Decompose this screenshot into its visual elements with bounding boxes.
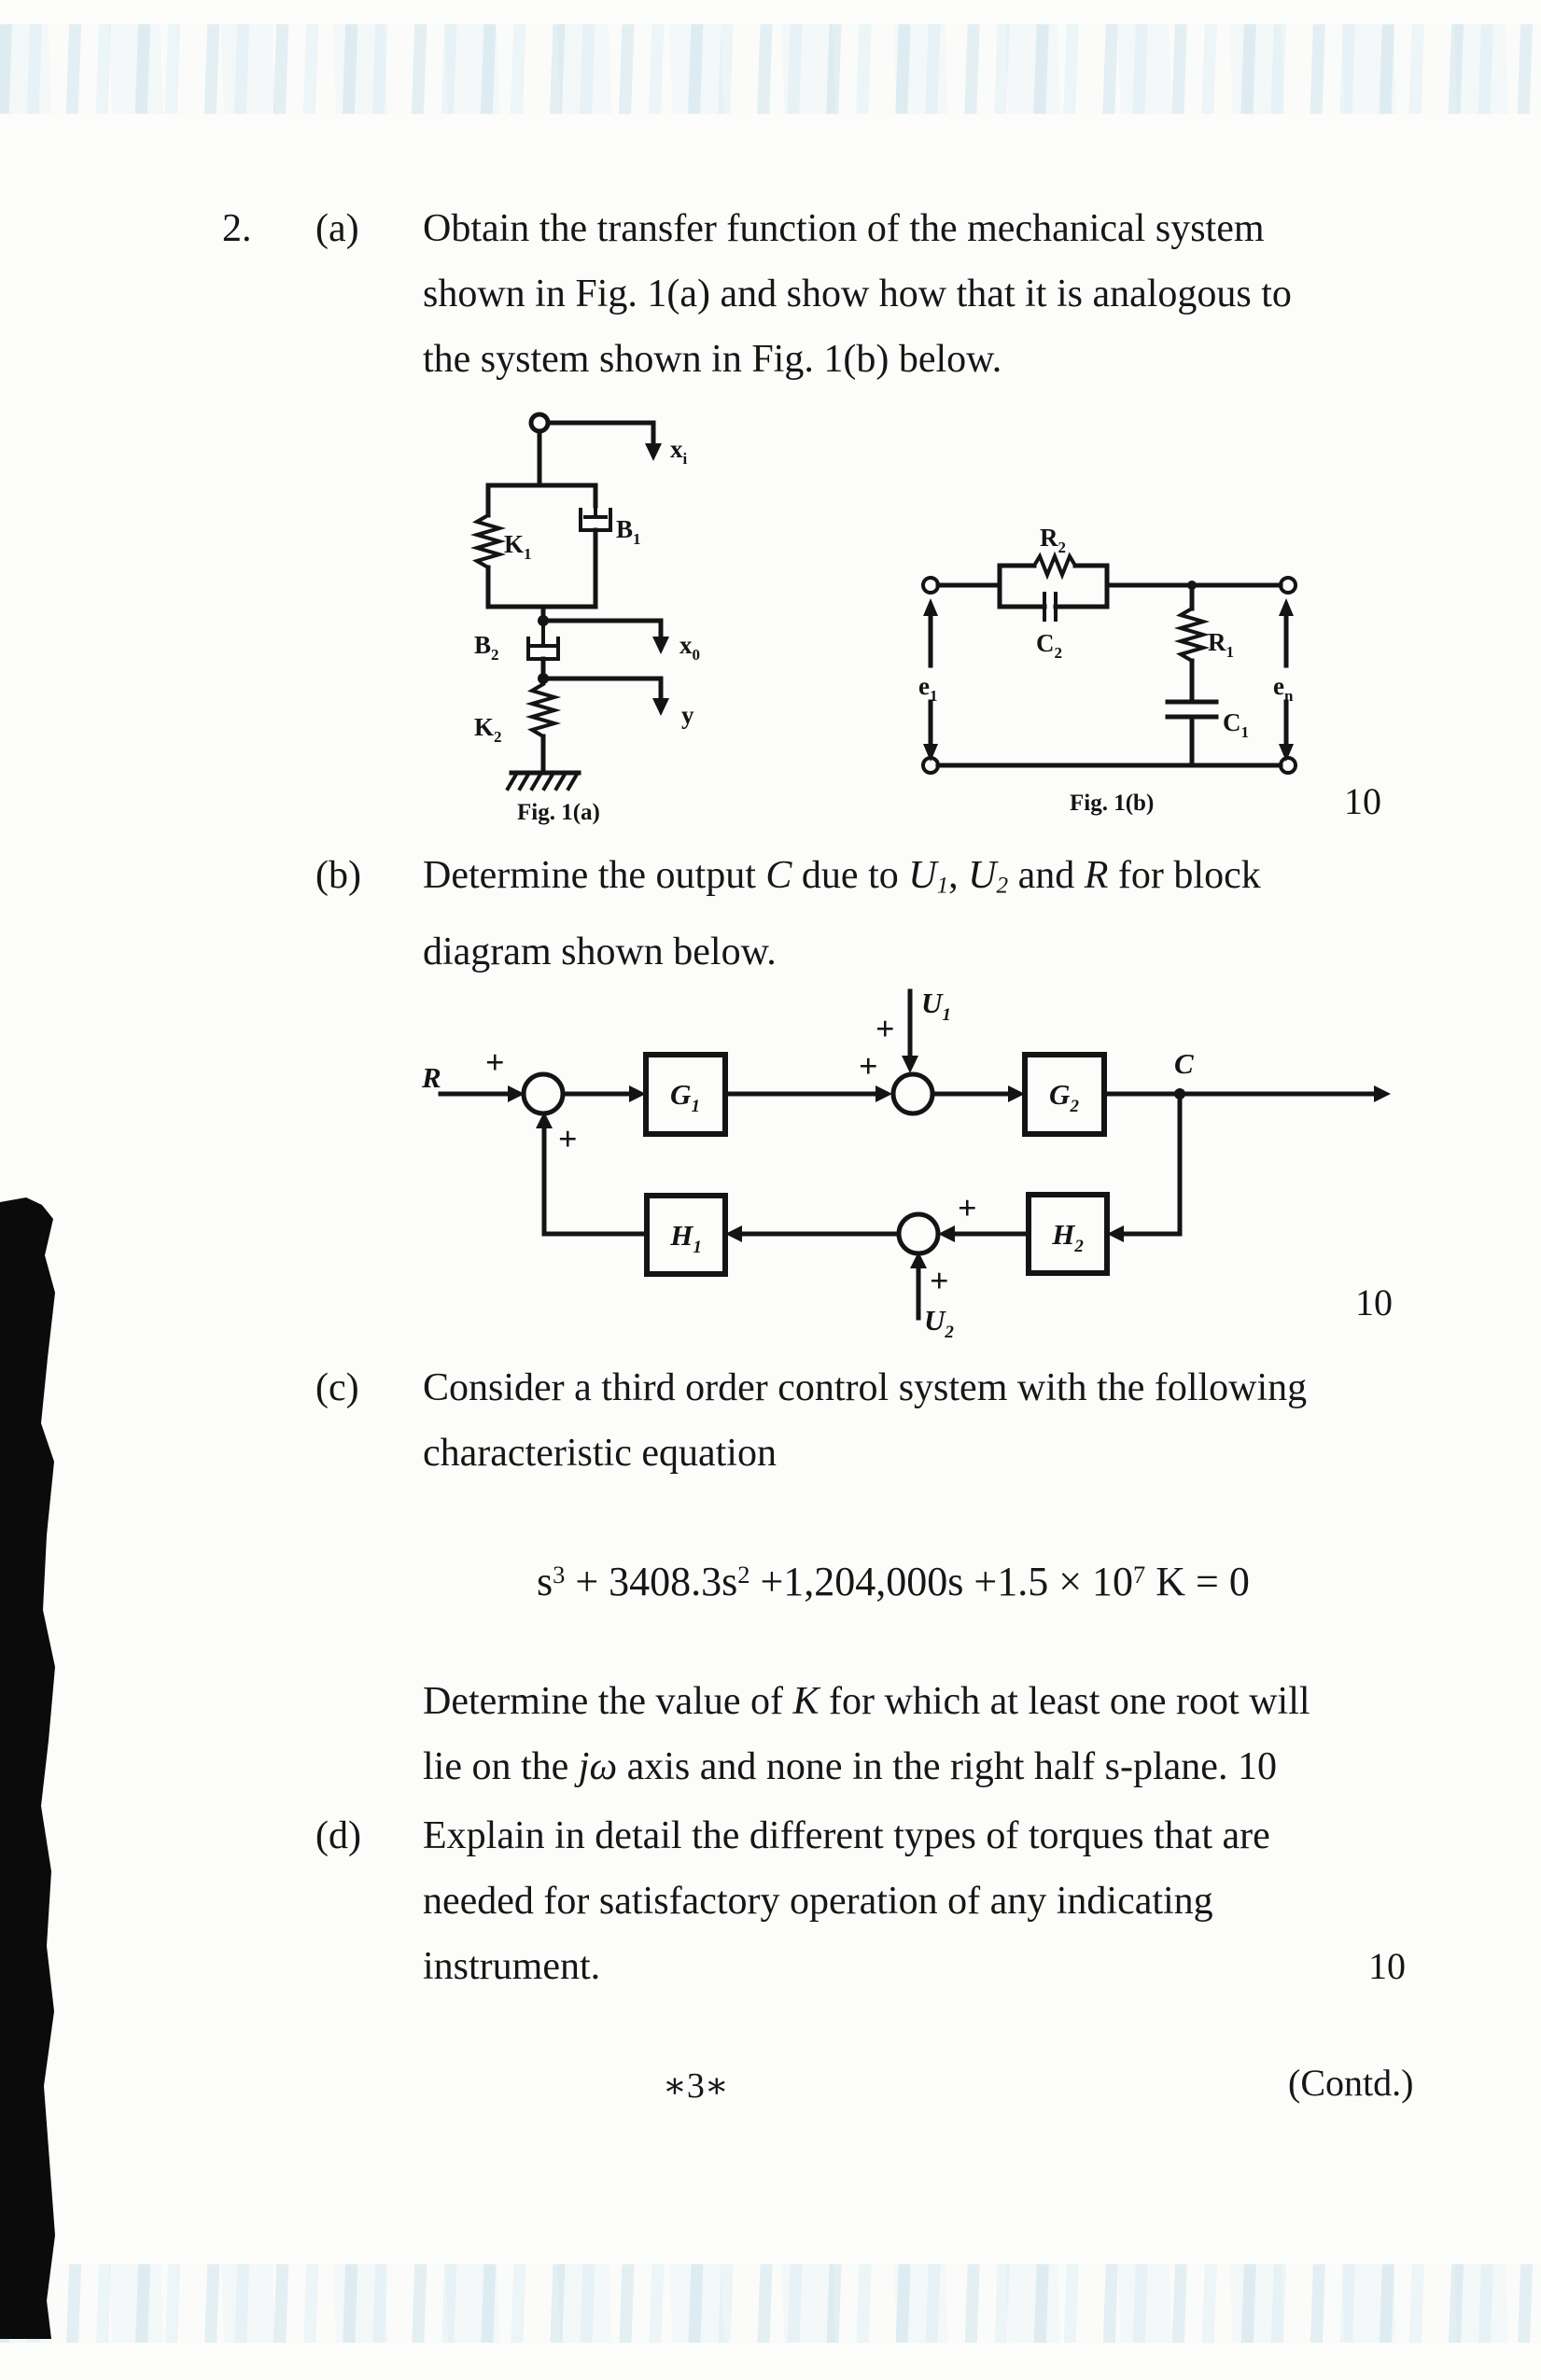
text-line: lie on the jω axis and none in the right… <box>423 1745 1277 1788</box>
part-b-label: (b) <box>315 854 361 897</box>
part-b-text: Determine the output C due to U1, U2 and… <box>423 843 1261 985</box>
arrow-to-summer-2 <box>722 1085 892 1102</box>
marks-part-a: 10 <box>1344 780 1381 822</box>
output-arrow <box>1101 1085 1391 1102</box>
c-output-label: C <box>1174 1047 1194 1080</box>
black-band-shape <box>0 1197 55 2339</box>
text-line: Consider a third order control system wi… <box>423 1366 1308 1409</box>
u1-label: U1 <box>921 987 951 1025</box>
arrow-h2-to-summer-3 <box>938 1225 1031 1242</box>
part-c-text-2: Determine the value of K for which at le… <box>423 1669 1310 1799</box>
text-line: diagram shown below. <box>423 930 777 973</box>
u1-arrow <box>902 988 918 1073</box>
scan-texture-bottom <box>0 2264 1541 2343</box>
c2-label: C2 <box>1036 629 1062 662</box>
text-line: instrument. 10 <box>423 1934 1406 1999</box>
text-line: characteristic equation <box>423 1432 777 1475</box>
arrow-summer3-to-h1 <box>725 1225 902 1242</box>
spring-k2 <box>525 681 562 739</box>
b2-label: B2 <box>474 631 499 664</box>
y-arrow <box>540 676 669 716</box>
y-label: y <box>681 701 694 729</box>
scan-artifact-band <box>0 1197 55 2339</box>
r1-label: R1 <box>1208 628 1234 661</box>
summing-junction-1 <box>521 1071 566 1116</box>
xi-label: xi <box>670 435 688 468</box>
part-c-label: (c) <box>315 1366 359 1409</box>
part-a-label: (a) <box>315 207 359 250</box>
b1-label: B1 <box>616 515 641 548</box>
text-line: the system shown in Fig. 1(b) below. <box>423 338 1002 381</box>
text-line: shown in Fig. 1(a) and show how that it … <box>423 273 1292 315</box>
question-number: 2. <box>222 207 252 250</box>
e1-arrows <box>923 598 938 762</box>
block-diagram: R + + G1 + U1 + G2 <box>421 987 1391 1342</box>
g2-label: G2 <box>1049 1078 1079 1116</box>
plus-sign: + <box>485 1043 505 1081</box>
plus-sign: + <box>876 1010 895 1047</box>
fig-1b-caption: Fig. 1(b) <box>1070 791 1154 816</box>
h2-label: H2 <box>1051 1218 1084 1256</box>
damper-b2 <box>526 624 560 677</box>
fig-1a-diagram: xi K1 B1 x0 <box>469 412 700 825</box>
r-input-label: R <box>421 1061 441 1094</box>
e1-label: e1 <box>918 672 937 705</box>
summing-junction-3 <box>896 1211 941 1256</box>
u2-label: U2 <box>924 1304 954 1342</box>
fig-1a-caption: Fig. 1(a) <box>517 800 600 825</box>
part-c-text: Consider a third order control system wi… <box>423 1355 1307 1486</box>
summing-junction-2 <box>890 1071 935 1116</box>
contd-marker: (Contd.) <box>1288 2062 1414 2104</box>
arrow-to-g2 <box>930 1085 1025 1102</box>
part-a-text: Obtain the transfer function of the mech… <box>423 196 1292 392</box>
text-line: Determine the value of K for which at le… <box>423 1680 1310 1723</box>
damper-b1 <box>579 504 612 532</box>
marks-part-d: 10 <box>1368 1945 1406 1987</box>
text-line: instrument. <box>423 1945 601 1988</box>
feedback-to-h2 <box>1107 1091 1183 1242</box>
part-d-text: Explain in detail the different types of… <box>423 1803 1406 1999</box>
xi-arrow <box>545 420 662 461</box>
r2-c2-parallel-block <box>997 551 1110 622</box>
arrow-to-g1 <box>560 1085 646 1102</box>
ground-symbol <box>505 770 581 791</box>
plus-sign: + <box>859 1047 878 1085</box>
resistor-r1 <box>1173 606 1211 664</box>
k1-label: K1 <box>504 530 532 563</box>
r2-label: R2 <box>1040 524 1066 556</box>
marks-part-b: 10 <box>1355 1281 1393 1323</box>
text-line: Explain in detail the different types of… <box>423 1814 1270 1857</box>
k2-label: K2 <box>474 713 502 746</box>
spring-k1 <box>469 512 507 570</box>
text-line: needed for satisfactory operation of any… <box>423 1880 1213 1923</box>
part-d-label: (d) <box>315 1814 361 1857</box>
text-line: Obtain the transfer function of the mech… <box>423 207 1265 250</box>
feedback-h1-to-summer-1 <box>536 1112 650 1237</box>
en-label: en <box>1273 672 1294 705</box>
text-line: Determine the output C due to U1, U2 and… <box>423 854 1261 899</box>
plus-sign: + <box>958 1189 977 1226</box>
en-arrows <box>1279 598 1294 762</box>
plus-sign: + <box>930 1262 949 1299</box>
c1-label: C1 <box>1223 708 1249 741</box>
characteristic-equation: s3 + 3408.3s2 +1,204,000s +1.5 × 107 K =… <box>537 1559 1250 1605</box>
scan-texture-top <box>0 24 1541 114</box>
h1-label: H1 <box>669 1219 702 1257</box>
page-number-marker: ∗3∗ <box>663 2066 729 2106</box>
input-arrow <box>438 1085 525 1102</box>
plus-sign: + <box>558 1120 578 1157</box>
resistor-r2 <box>1031 551 1078 581</box>
xo-label: x0 <box>679 631 700 664</box>
g1-label: G1 <box>670 1078 700 1116</box>
xo-arrow <box>540 618 669 654</box>
u2-arrow <box>910 1252 927 1321</box>
input-node-circle <box>528 412 551 434</box>
fig-1b-diagram: e1 R2 C2 R1 C1 <box>918 524 1297 816</box>
